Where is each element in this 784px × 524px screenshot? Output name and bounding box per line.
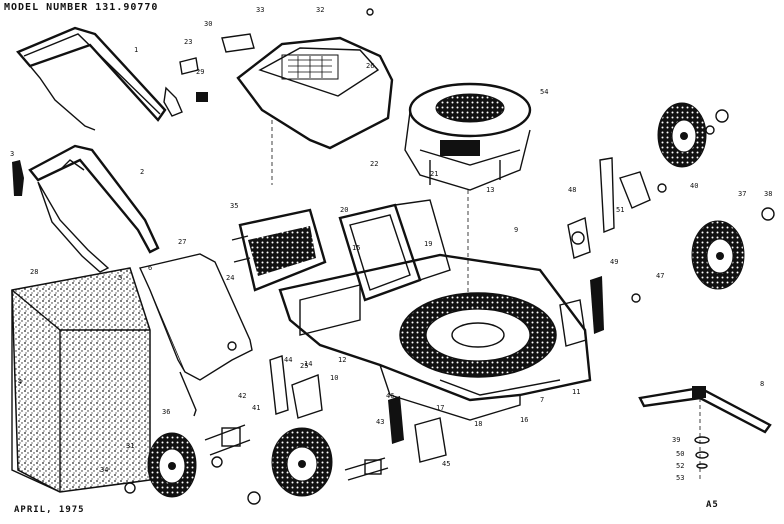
callout-42: 42 (238, 392, 246, 400)
callout-19: 19 (424, 240, 432, 248)
callout-47: 47 (656, 272, 664, 280)
callout-54: 54 (540, 88, 548, 96)
callout-15: 15 (352, 244, 360, 252)
callout-2: 2 (140, 168, 144, 176)
callout-48: 48 (568, 186, 576, 194)
callout-52: 52 (676, 462, 684, 470)
wheel-front-right-top (657, 102, 707, 168)
upper-handle (16, 26, 167, 131)
callout-27: 27 (178, 238, 186, 246)
washers-nuts (124, 8, 775, 505)
callout-50: 50 (676, 450, 684, 458)
callout-46: 46 (386, 392, 394, 400)
callout-8: 8 (760, 380, 764, 388)
callout-34: 34 (100, 466, 108, 474)
callout-11: 11 (572, 388, 580, 396)
mower-deck (278, 253, 592, 421)
callout-39: 39 (672, 436, 680, 444)
callout-51: 51 (616, 206, 624, 214)
wheel-front-right-mid (691, 220, 745, 290)
callout-22: 22 (370, 160, 378, 168)
handle-knob (12, 160, 24, 196)
callout-36: 36 (162, 408, 170, 416)
callout-6: 6 (148, 264, 152, 272)
front-height-adjuster (567, 157, 651, 259)
callout-41: 41 (252, 404, 260, 412)
callout-4: 4 (18, 378, 22, 386)
cutting-blade (638, 386, 772, 480)
callout-40: 40 (690, 182, 698, 190)
callout-12: 12 (338, 356, 346, 364)
discharge-chute (231, 208, 327, 292)
callout-5: 5 (118, 274, 122, 282)
model-number-header: MODEL NUMBER 131.90770 (4, 2, 159, 13)
callout-33: 33 (256, 6, 264, 14)
handle-bracket (163, 86, 183, 117)
callout-24: 24 (226, 274, 234, 282)
rear-height-adjuster (559, 276, 604, 347)
callout-20: 20 (340, 206, 348, 214)
callout-44: 44 (284, 356, 292, 364)
decal-label (221, 33, 255, 53)
callout-17: 17 (436, 404, 444, 412)
callout-13: 13 (486, 186, 494, 194)
callout-7: 7 (540, 396, 544, 404)
callout-32: 32 (316, 6, 324, 14)
callout-28: 28 (30, 268, 38, 276)
callout-21: 21 (430, 170, 438, 178)
small-plate (179, 57, 208, 102)
part-callouts: 1 2 3 4 5 6 7 8 9 10 11 12 13 14 15 16 1… (10, 6, 772, 482)
callout-18: 18 (474, 420, 482, 428)
callout-16: 16 (520, 416, 528, 424)
page-code: A5 (706, 500, 719, 510)
callout-30: 30 (204, 20, 212, 28)
callout-29: 29 (196, 68, 204, 76)
callout-38: 38 (764, 190, 772, 198)
grass-bag (11, 267, 151, 493)
wheel-rear-center (271, 427, 333, 497)
callout-9: 9 (514, 226, 518, 234)
engine-cover (236, 36, 394, 185)
callout-3: 3 (10, 150, 14, 158)
callout-43: 43 (376, 418, 384, 426)
date-footer: APRIL, 1975 (14, 505, 85, 515)
callout-23: 23 (184, 38, 192, 46)
bag-frame (139, 253, 253, 417)
wheel-rear-left (147, 432, 197, 498)
callout-10: 10 (330, 374, 338, 382)
lower-handle (28, 144, 160, 273)
callout-26: 26 (366, 62, 374, 70)
callout-35: 35 (230, 202, 238, 210)
callout-31: 31 (126, 442, 134, 450)
callout-45: 45 (442, 460, 450, 468)
rear-axle-hardware (204, 355, 447, 481)
callout-25: 25 (300, 362, 308, 370)
callout-1: 1 (134, 46, 138, 54)
callout-37: 37 (738, 190, 746, 198)
callout-14: 14 (304, 360, 312, 368)
callout-53: 53 (676, 474, 684, 482)
callout-49: 49 (610, 258, 618, 266)
